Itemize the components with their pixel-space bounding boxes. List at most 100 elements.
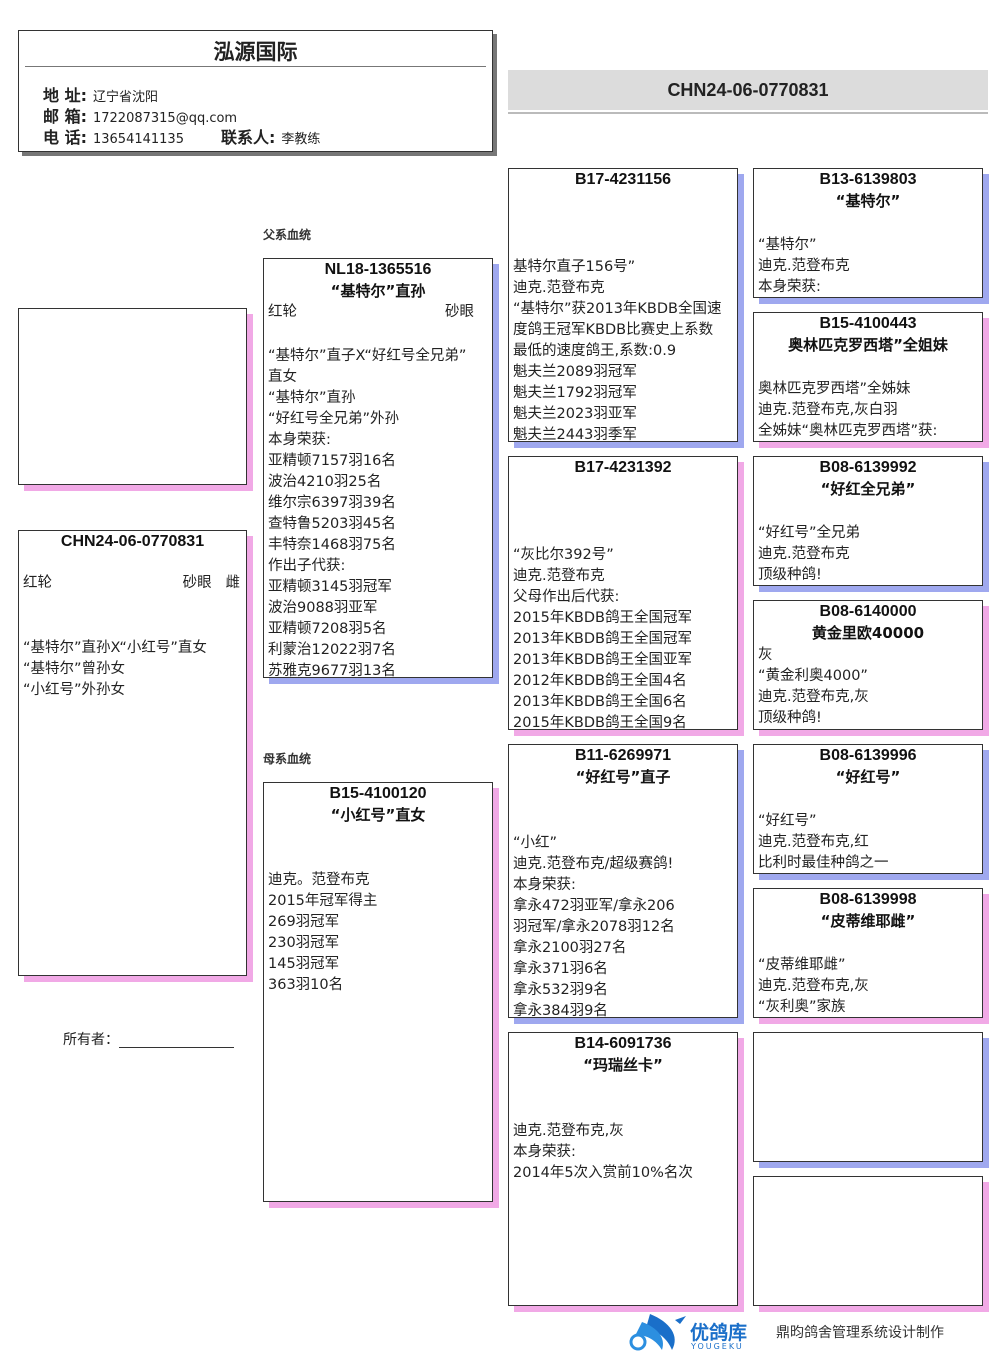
note-line: 丰特奈1468羽75名 [268, 537, 396, 553]
note-line: “基特尔”曾孙女 [23, 661, 126, 677]
note-line: 迪克.范登布克,灰白羽 [758, 402, 898, 418]
note-line: 迪克.范登布克,灰 [758, 689, 869, 705]
ancestor-ring: B15-4100443 [819, 315, 917, 332]
ancestor-box [753, 1176, 983, 1306]
note-line: “好红号” [758, 813, 817, 829]
ancestor-box: B08-6140000 黄金里欧40000 灰 “黄金利奥4000” 迪克.范登布克,灰… [753, 600, 983, 730]
ancestor-name: “皮蒂维耶雌” [820, 912, 916, 930]
note-line: 269羽冠军 [268, 914, 340, 930]
ancestor-notes: 迪克.范登布克,灰本身荣获: 2014年5次入赏前10%名次 [513, 1121, 735, 1184]
ancestor-box: B08-6139998“皮蒂维耶雌”“皮蒂维耶雌”迪克.范登布克,灰“灰利奥”家… [753, 888, 983, 1018]
note-line: “基特尔” [758, 237, 817, 253]
note-line: 本身荣获: [513, 877, 576, 893]
note-line: 拿永472羽亚军/拿永206 [513, 898, 675, 914]
ancestor-ring: B08-6139996 [819, 747, 917, 764]
note-line: 奥林匹克罗西塔”全姊妹 [758, 381, 911, 397]
note-line: 2012年KBDB鸽王全国4名 [513, 673, 687, 689]
note-line: 基特尔直子156号” [513, 259, 636, 275]
note-line: 363羽10名 [268, 977, 344, 993]
ancestor-box: B08-6139992“好红全兄弟”“好红号”全兄弟迪克.范登布克顶级种鸽! [753, 456, 983, 586]
note-line: “基特尔”获2013年KBDB全国速 [513, 301, 722, 317]
note-line: “灰利奥”家族 [758, 999, 846, 1015]
note-line: 本身荣获: [758, 279, 821, 295]
photo-box [18, 308, 247, 485]
note-line: 全姊妹“奥林匹克罗西塔”获: [758, 423, 938, 439]
owner-label: 所有者： [63, 1032, 119, 1048]
ancestor-name: 黄金里欧40000 [811, 624, 925, 642]
ancestor-notes: 灰“黄金利奥4000”迪克.范登布克,灰顶级种鸽! [758, 645, 980, 729]
note-line: 2015年冠军得主 [268, 893, 378, 909]
note-line: “黄金利奥4000” [758, 668, 868, 684]
subject-notes: “基特尔”直孙X“小红号”直女“基特尔”曾孙女“小红号”外孙女 [23, 638, 244, 701]
yougeku-logo-icon [620, 1312, 690, 1354]
ancestor-notes: “基特尔”迪克.范登布克本身荣获: [758, 235, 980, 297]
note-line: 直女 [268, 369, 297, 385]
ancestor-name: “玛瑞丝卡” [583, 1056, 663, 1074]
sire-ring: NL18-1365516 [324, 261, 432, 278]
phone-label: 电 话: [43, 128, 87, 147]
ring-banner: CHN24-06-0770831 [508, 70, 988, 112]
ancestor-notes: 基特尔直子156号”迪克.范登布克“基特尔”获2013年KBDB全国速度鸽王冠军… [513, 257, 735, 441]
note-line: 2015年KBDB鸽王全国9名 [513, 715, 687, 730]
divider [25, 66, 486, 67]
note-line: 魁夫兰2023羽亚军 [513, 406, 637, 422]
ancestor-ring: B13-6139803 [819, 171, 917, 188]
note-line: 2013年KBDB鸽王全国6名 [513, 694, 687, 710]
owner-line [119, 1033, 234, 1048]
note-line: 迪克.范登布克,灰 [758, 978, 869, 994]
note-line: 2013年KBDB鸽王全国亚军 [513, 652, 692, 668]
note-line: “灰比尔392号” [513, 547, 614, 563]
note-line: “基特尔”直孙 [268, 390, 356, 406]
note-line: 迪克.范登布克 [758, 546, 850, 562]
sire-box: NL18-1365516 “基特尔”直孙 红轮砂眼 “基特尔”直子X“好红号全兄… [263, 258, 493, 678]
note-line: 苏雅克9677羽13名 [268, 663, 396, 678]
phone: 13654141135 [92, 132, 184, 147]
note-line: “小红号”外孙女 [23, 682, 126, 698]
note-line: 灰 [758, 647, 773, 663]
note-line: 迪克.范登布克,红 [758, 834, 869, 850]
note-line: 2013年KBDB鸽王全国冠军 [513, 631, 692, 647]
note-line: 比利时最佳种鸽之一 [758, 855, 889, 871]
subject-color: 红轮 [23, 575, 52, 591]
note-line: 作出子代获: [268, 558, 346, 574]
dam-ring: B15-4100120 [329, 785, 427, 802]
ancestor-ring: B08-6139998 [819, 891, 917, 908]
note-line: 父母作出后代获: [513, 589, 620, 605]
ancestor-notes: “好红号”全兄弟迪克.范登布克顶级种鸽! [758, 523, 980, 585]
ancestor-box: B17-4231392“灰比尔392号”迪克.范登布克父母作出后代获:2015年… [508, 456, 738, 730]
ancestor-box: B08-6139996 “好红号”“好红号” 迪克.范登布克,红比利时最佳种鸽之一 [753, 744, 983, 874]
ancestor-ring: B14-6091736 [574, 1035, 672, 1052]
loft-name: 泓源国际 [213, 40, 298, 64]
note-line: 2014年5次入赏前10%名次 [513, 1165, 693, 1181]
subject-box: CHN24-06-0770831 红轮砂眼 雌 “基特尔”直孙X“小红号”直女“… [18, 530, 247, 976]
note-line: 迪克.范登布克 [513, 568, 605, 584]
note-line: 波治4210羽25名 [268, 474, 382, 490]
ancestor-ring: B08-6139992 [819, 459, 917, 476]
note-line: 顶级种鸽! [758, 567, 822, 583]
note-line: “小红” [513, 835, 558, 851]
ancestor-ring: B08-6140000 [819, 603, 917, 620]
ancestor-notes: “好红号” 迪克.范登布克,红比利时最佳种鸽之一 [758, 811, 980, 873]
note-line: “基特尔”直子X“好红号全兄弟” [268, 348, 467, 364]
subject-sex: 雌 [225, 575, 241, 591]
note-line: 230羽冠军 [268, 935, 340, 951]
note-line: 拿永532羽9名 [513, 982, 608, 998]
owner-field: 所有者： [63, 1029, 234, 1049]
note-line: 魁夫兰2089羽冠军 [513, 364, 637, 380]
ancestor-name: “好红号”直子 [575, 768, 671, 786]
note-line: 亚精顿3145羽冠军 [268, 579, 392, 595]
note-line: 本身荣获: [513, 1144, 576, 1160]
sire-notes: “基特尔”直子X“好红号全兄弟”直女“基特尔”直孙“好红号全兄弟”外孙本身荣获:… [268, 346, 490, 678]
credit-text: 鼎昀鸽舍管理系统设计制作 [776, 1325, 944, 1341]
sire-line-label: 父系血统 [263, 228, 312, 242]
note-line: 拿永371羽6名 [513, 961, 608, 977]
loft-header: 泓源国际 地 址:辽宁省沈阳 邮 箱:1722087315@qq.com 电 话… [18, 30, 493, 152]
ancestor-ring: B17-4231156 [574, 171, 672, 188]
note-line: 迪克.范登布克,灰 [513, 1123, 624, 1139]
ancestor-box [753, 1032, 983, 1162]
note-line: 利蒙治12022羽7名 [268, 642, 396, 658]
